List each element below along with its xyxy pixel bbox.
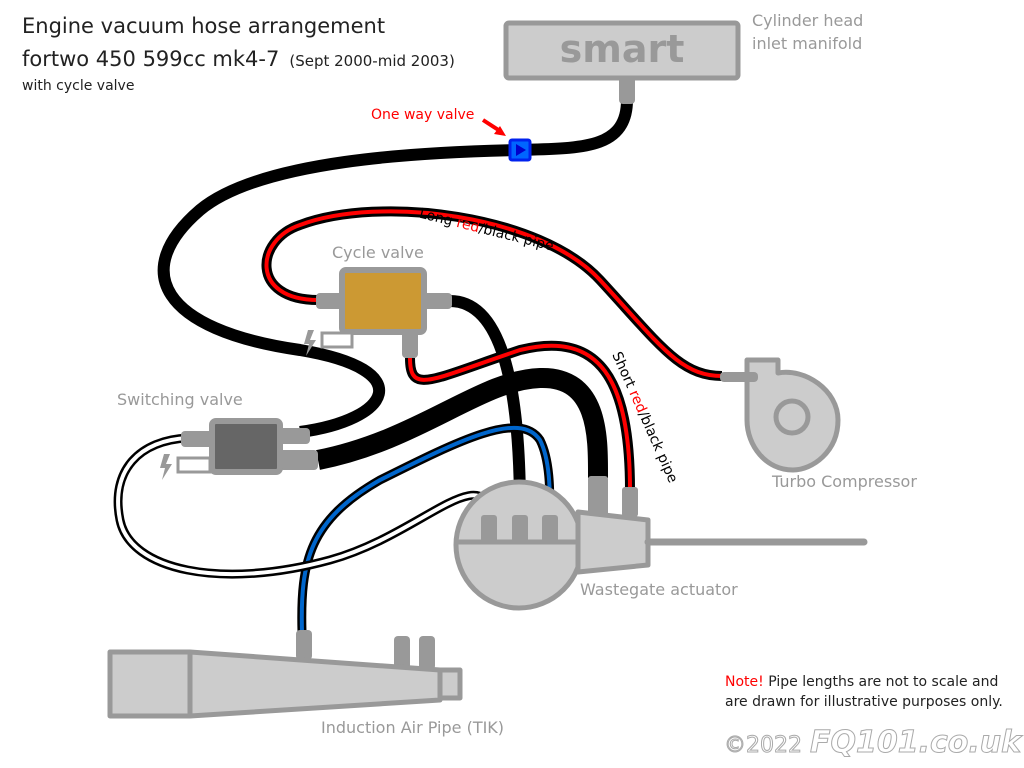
hose-switching-valve-to-wastegate: [316, 367, 609, 479]
hose-manifold-to-switching-valve: [157, 99, 633, 438]
manifold-port: [619, 76, 635, 104]
long-pipe-label-suffix: /black pipe: [477, 221, 555, 255]
manifold-label-line2: inlet manifold: [752, 34, 862, 53]
hose-long-red-black: [261, 206, 723, 381]
pointer-arrow-icon: [481, 118, 506, 136]
lightning-bolt-icon: [160, 454, 172, 480]
cycle-valve-label: Cycle valve: [332, 243, 424, 262]
lightning-bolt-icon: [304, 330, 316, 356]
copyright-site: FQ101.co.uk: [810, 725, 1023, 760]
cycle-valve: [304, 267, 452, 358]
note-emphasis: Note!: [725, 674, 764, 690]
hose-short-red-black: [405, 340, 635, 491]
turbo-compressor: [720, 357, 841, 473]
play-arrow-icon: [516, 144, 526, 156]
long-pipe-label-color: red: [455, 215, 481, 236]
inlet-manifold: smart: [503, 20, 741, 104]
wastegate-actuator: [453, 476, 868, 611]
smart-logo: smart: [560, 27, 685, 71]
hose-white: [113, 433, 497, 579]
one-way-valve-label: One way valve: [371, 107, 474, 123]
switching-valve: [160, 418, 318, 480]
copyright-year: ©2022: [724, 733, 802, 758]
note-line1-text: Pipe lengths are not to scale and: [764, 674, 999, 690]
title-model: fortwo 450 599cc mk4-7: [22, 47, 279, 71]
title-line1: Engine vacuum hose arrangement: [22, 14, 385, 38]
note-line2: are drawn for illustrative purposes only…: [725, 694, 1003, 710]
electrical-connector: [320, 331, 354, 349]
one-way-valve: [508, 138, 532, 162]
manifold-label-line1: Cylinder head: [752, 11, 863, 30]
short-pipe-label-suffix: /black pipe: [635, 409, 681, 485]
hose-blue: [297, 423, 555, 633]
induction-air-pipe: [107, 630, 463, 719]
note-line1: Note! Pipe lengths are not to scale and: [725, 674, 998, 690]
title-line3: with cycle valve: [22, 78, 134, 94]
electrical-connector: [176, 456, 212, 474]
title-line2: fortwo 450 599cc mk4-7 (Sept 2000-mid 200…: [22, 47, 455, 71]
title-period: (Sept 2000-mid 2003): [289, 52, 454, 70]
switching-valve-label: Switching valve: [117, 390, 243, 409]
wastegate-label: Wastegate actuator: [580, 580, 738, 599]
turbo-label: Turbo Compressor: [771, 472, 917, 491]
induction-pipe-label: Induction Air Pipe (TIK): [321, 718, 504, 737]
long-pipe-label-prefix: Long: [418, 206, 459, 231]
